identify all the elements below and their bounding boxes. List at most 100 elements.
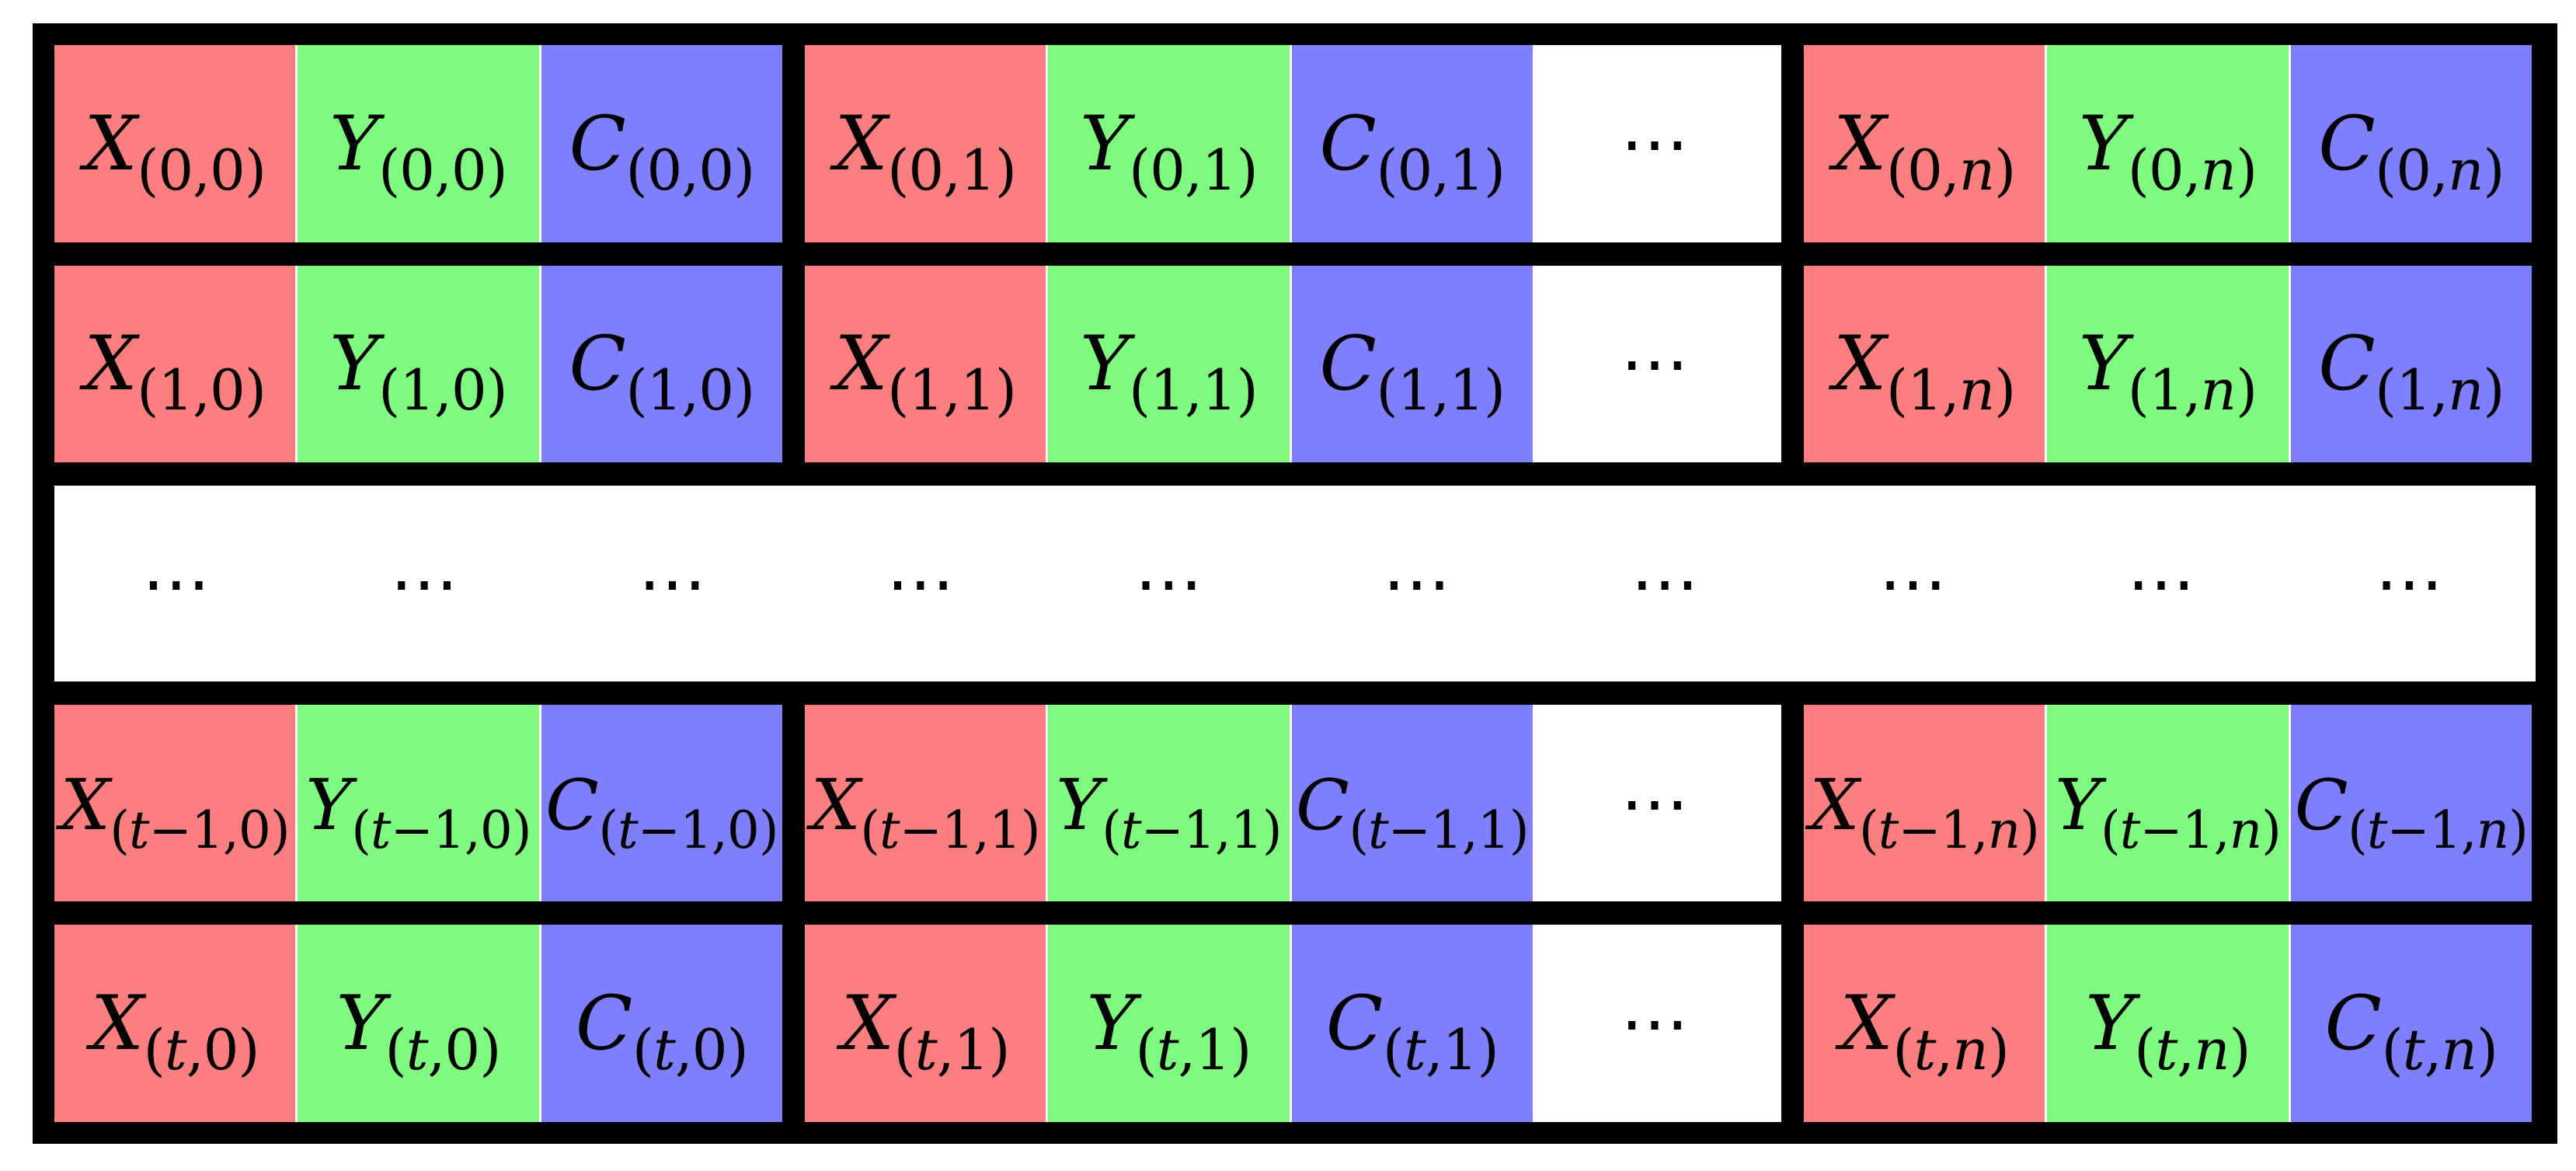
feature-cell-c: C(0,n) <box>2290 45 2532 242</box>
cell-subscript: (t−1,0) <box>598 800 778 860</box>
group-separator <box>1781 265 1804 463</box>
ellipsis-row: ⋯⋯⋯⋯⋯⋯⋯⋯⋯⋯ <box>54 486 2536 681</box>
cell-subscript: (t−1,1) <box>860 800 1040 860</box>
feature-cell-c: C(t,1) <box>1291 925 1533 1122</box>
cell-label: C(t,0) <box>576 986 749 1078</box>
feature-cell-c: C(1,1) <box>1291 265 1533 463</box>
cell-label: Y(0,n) <box>2079 106 2257 198</box>
feature-cell-y: Y(t,0) <box>298 925 541 1122</box>
feature-cell-y: Y(1,1) <box>1048 265 1292 463</box>
cell-label: Y(1,n) <box>2079 326 2257 418</box>
node-gap-column: ⋯ <box>1533 265 1781 463</box>
cell-symbol: C <box>2324 980 2382 1068</box>
cell-symbol: X <box>834 320 888 408</box>
ellipsis-slot: ⋯ <box>799 486 1046 681</box>
feature-cell-x: X(0,0) <box>54 45 298 242</box>
ellipsis-slot: ⋯ <box>302 486 550 681</box>
cell-symbol: Y <box>329 99 379 187</box>
cell-subscript: (0,n) <box>2127 137 2257 203</box>
time-step-row: X(0,0)Y(0,0)C(0,0)X(0,1)Y(0,1)C(0,1)⋯X(0… <box>54 45 2536 242</box>
cell-label: C(t−1,n) <box>2295 766 2529 856</box>
feature-cell-y: Y(t,n) <box>2047 925 2291 1122</box>
cell-symbol: X <box>834 99 888 187</box>
feature-cell-x: X(t−1,1) <box>805 704 1049 902</box>
cell-symbol: Y <box>2055 764 2101 846</box>
cell-subscript: (t−1,1) <box>1102 800 1282 860</box>
cell-symbol: C <box>1319 99 1377 187</box>
feature-cell-y: Y(0,1) <box>1048 45 1292 242</box>
cell-symbol: X <box>90 980 144 1068</box>
cell-label: X(t,n) <box>1840 986 2010 1078</box>
cell-subscript: (1,n) <box>1885 357 2016 423</box>
cell-symbol: C <box>545 764 599 846</box>
ellipsis-icon: ⋯ <box>390 542 464 623</box>
feature-cell-y: Y(1,0) <box>298 265 541 463</box>
node-gap-column: ⋯ <box>1533 925 1781 1122</box>
time-step-row: X(1,0)Y(1,0)C(1,0)X(1,1)Y(1,1)C(1,1)⋯X(1… <box>54 265 2536 463</box>
node-group: X (0,n)Y(0,n) C(0,n) <box>1804 45 2532 242</box>
cell-symbol: C <box>569 99 626 187</box>
cell-subscript: (1,0) <box>137 357 266 423</box>
cell-symbol: Y <box>2078 320 2128 408</box>
feature-cell-c: C(t−1,1) <box>1291 704 1533 902</box>
feature-cell-y: Y(0,0) <box>298 45 541 242</box>
cell-label: C(t,1) <box>1326 986 1499 1078</box>
node-group: X(0,0) Y(0,0) C(0,0) <box>54 45 782 242</box>
node-group: X(1,n)Y(1,n)C(1,n) <box>1804 265 2532 463</box>
ellipsis-slot: ⋯ <box>2039 486 2287 681</box>
cell-subscript: (0,1) <box>887 137 1017 203</box>
cell-label: C(0,1) <box>1320 106 1506 198</box>
ellipsis-icon: ⋯ <box>1620 103 1694 183</box>
cell-subscript: (1,1) <box>1376 357 1506 423</box>
feature-cell-x: X(1,n) <box>1804 265 2048 463</box>
ellipsis-icon: ⋯ <box>2375 542 2449 623</box>
cell-subscript: (t,n) <box>2134 1017 2251 1083</box>
cell-symbol: X <box>1840 980 1893 1068</box>
cell-subscript: (t−1,n) <box>1859 800 2040 860</box>
ellipsis-icon: ⋯ <box>638 542 712 623</box>
cell-label: Y(0,1) <box>1080 106 1258 198</box>
cell-subscript: (t,n) <box>2381 1017 2498 1083</box>
node-group: X(t,1)Y(t,1)C(t,1) <box>805 925 1533 1122</box>
node-group: X(0,1)Y(0,1)C(0,1) <box>805 45 1533 242</box>
cell-subscript: (1,n) <box>2375 357 2505 423</box>
cell-symbol: X <box>1809 764 1860 846</box>
group-separator <box>782 704 805 902</box>
cell-symbol: X <box>1833 320 1886 408</box>
cell-subscript: (0,1) <box>1129 137 1258 203</box>
cell-subscript: (t,n) <box>1892 1017 2009 1083</box>
cell-symbol: Y <box>1086 980 1136 1068</box>
feature-cell-c: C(1,0) <box>541 265 782 463</box>
cell-symbol: C <box>569 320 626 408</box>
ellipsis-icon: ⋯ <box>1382 542 1456 623</box>
node-group: X(t,n)Y(t,n)C(t,n) <box>1804 925 2532 1122</box>
feature-cell-c: C(0,1) <box>1291 45 1533 242</box>
cell-symbol: C <box>2318 99 2376 187</box>
node-group: X(1,0)Y(1,0)C(1,0) <box>54 265 782 463</box>
cell-subscript: (t−1,1) <box>1349 800 1529 860</box>
ellipsis-icon: ⋯ <box>2126 542 2200 623</box>
cell-symbol: C <box>575 980 632 1068</box>
ellipsis-icon: ⋯ <box>1620 983 1694 1064</box>
feature-cell-x: X(t,n) <box>1804 925 2048 1122</box>
cell-label: X(t,1) <box>841 986 1011 1078</box>
cell-label: C(0,0) <box>569 106 756 198</box>
ellipsis-icon: ⋯ <box>1620 762 1694 843</box>
node-group: X (1,1) Y(1,1)C(1,1) <box>805 265 1533 463</box>
cell-symbol: Y <box>305 764 352 846</box>
group-separator <box>782 925 805 1122</box>
node-group: X(t−1,0)Y(t−1,0)C(t−1,0) <box>54 704 782 902</box>
ellipsis-slot: ⋯ <box>2288 486 2536 681</box>
feature-cell-y: Y(t−1,1) <box>1048 704 1292 902</box>
cell-subscript: (t,0) <box>385 1017 502 1083</box>
cell-label: X(0,0) <box>84 106 266 198</box>
node-group: X(t−1,n)Y(t−1,n)C(t−1,n) <box>1804 704 2532 902</box>
cell-label: C(1,0) <box>569 326 756 418</box>
feature-cell-c: C(t,n) <box>2290 925 2532 1122</box>
feature-cell-y: Y(t−1,n) <box>2047 704 2291 902</box>
cell-symbol: X <box>1833 99 1886 187</box>
cell-symbol: C <box>1295 764 1349 846</box>
group-separator <box>782 45 805 242</box>
cell-subscript: (1,0) <box>378 357 508 423</box>
feature-cell-c: C(t−1,0) <box>541 704 782 902</box>
